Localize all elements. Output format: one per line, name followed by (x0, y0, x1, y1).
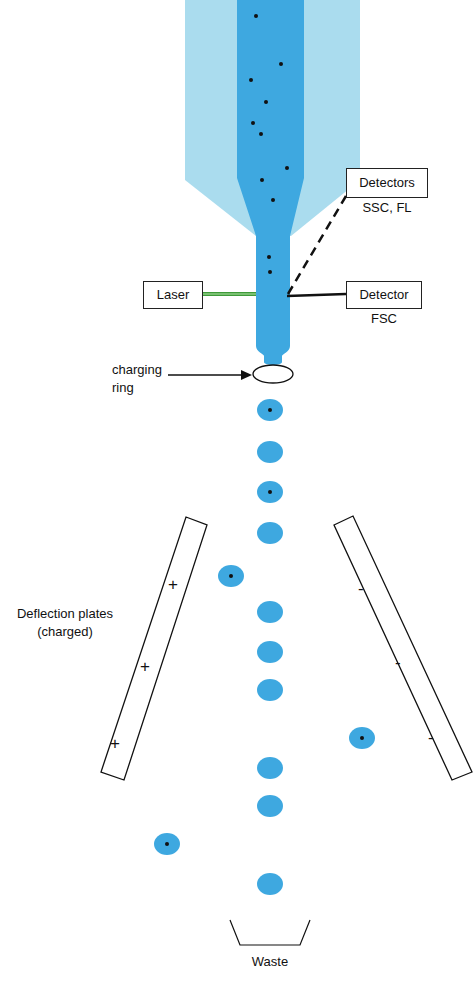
sub-label: FSC (347, 311, 421, 327)
charging-ring (253, 365, 293, 383)
charge-sign: + (140, 656, 150, 677)
part-label: Deflection plates (charged) (4, 605, 126, 641)
leader-line (168, 374, 248, 375)
laser-box: Laser (143, 281, 203, 309)
deflection-plate: - - - (332, 514, 474, 782)
part-label: charging ring (112, 361, 172, 397)
box-label: Detector (359, 287, 408, 303)
charge-sign: - (428, 727, 434, 748)
waste-outline (230, 920, 310, 945)
deflection-plate: + + + (100, 514, 208, 782)
box-label: Laser (157, 287, 190, 303)
fsc-path (287, 294, 346, 296)
droplets (154, 399, 375, 895)
laser-beam-core (203, 293, 256, 294)
charge-sign: - (395, 652, 401, 673)
box-label: Detectors (359, 175, 415, 191)
ssc-path (288, 196, 346, 294)
plate-outline (101, 517, 207, 780)
laser-beam (203, 292, 256, 296)
plate-outline (332, 514, 474, 782)
charge-sign: + (168, 574, 178, 595)
detector-box: DetectorFSC (346, 281, 422, 309)
charge-sign: - (358, 578, 364, 599)
detector-box: DetectorsSSC, FL (346, 168, 428, 198)
charge-sign: + (110, 733, 120, 754)
sub-label: SSC, FL (347, 200, 427, 216)
plate-outline (334, 516, 472, 780)
sample-stream (237, 0, 304, 365)
waste-bin: Waste (222, 918, 318, 976)
box-label: Waste (222, 954, 318, 970)
arrow-head (241, 370, 252, 380)
droplet-cells (165, 408, 364, 846)
cells (249, 14, 289, 274)
